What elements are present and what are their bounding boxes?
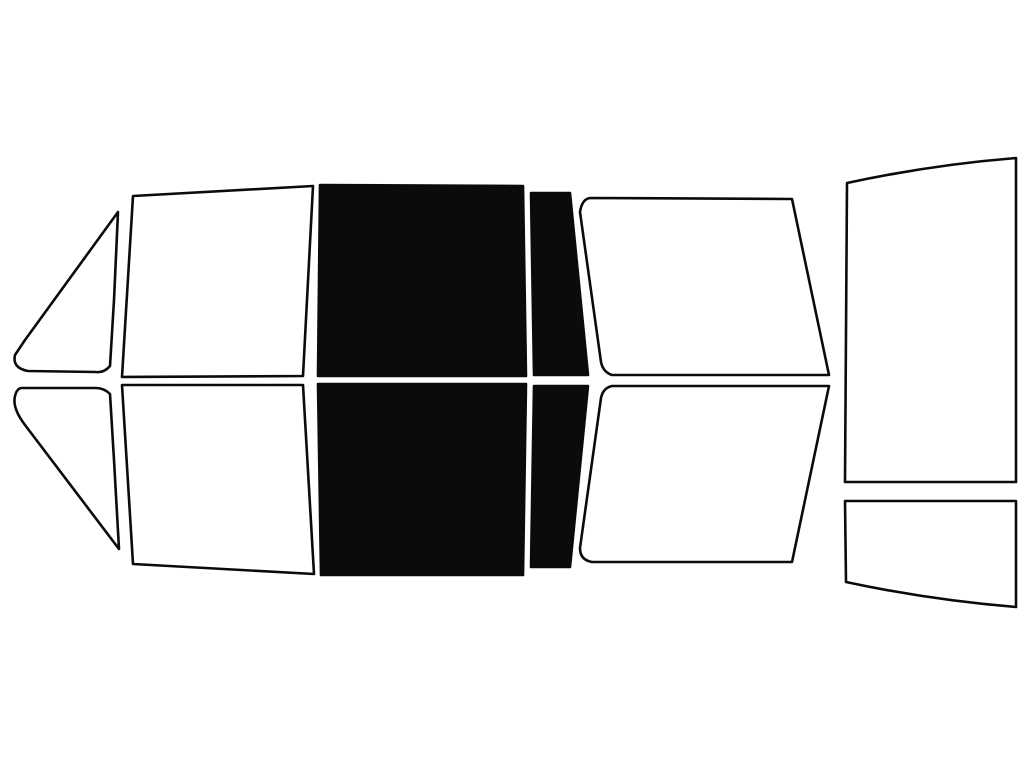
rear-tailgate-glass [843, 499, 1018, 609]
front-door-top [120, 184, 315, 379]
rear-quarter-strip-bottom [529, 384, 590, 569]
front-quarter-vent-top [13, 210, 120, 374]
rear-quarter-strip-top [529, 191, 590, 377]
front-door-bottom [120, 383, 316, 576]
rear-door-top [316, 183, 528, 378]
rear-windshield [843, 156, 1018, 484]
rear-side-window-bottom [578, 384, 831, 564]
front-quarter-vent-bottom [13, 386, 121, 551]
rear-side-window-top [578, 196, 831, 377]
rear-door-bottom [316, 382, 528, 577]
